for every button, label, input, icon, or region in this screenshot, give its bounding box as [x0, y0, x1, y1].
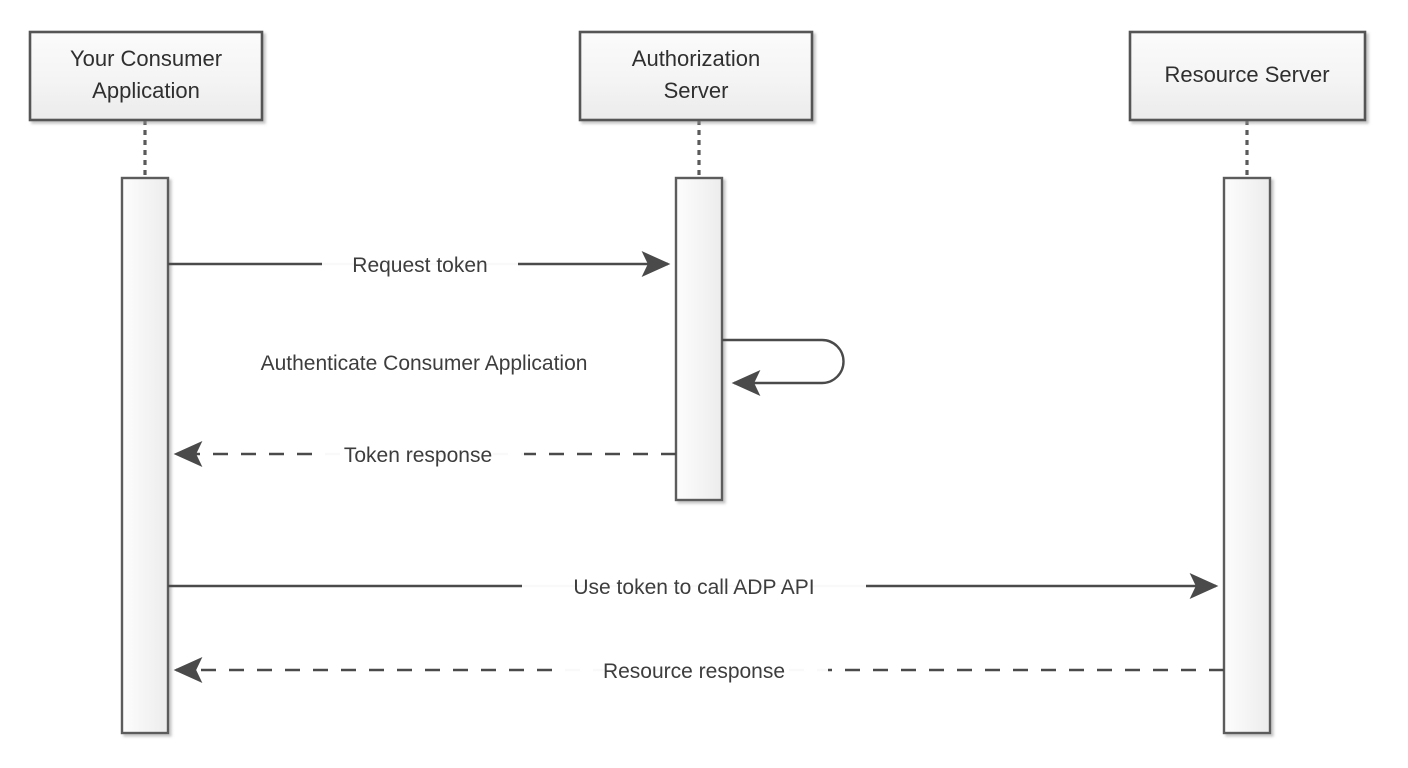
- participant-label-resource-line1: Resource Server: [1164, 62, 1329, 87]
- participant-label-authorization-line1: Authorization: [632, 46, 760, 71]
- message-resource-response[interactable]: Resource response: [173, 656, 1224, 684]
- self-loop-path-authenticate: [722, 338, 845, 396]
- message-label-bg-token-response: [312, 440, 524, 468]
- activation-bar-consumer: [120, 176, 170, 735]
- participant-box-consumer[interactable]: [28, 30, 264, 122]
- participant-label-authorization-line2: Server: [664, 78, 729, 103]
- message-label-request-token: Request token: [352, 254, 487, 277]
- activation-bar-authorization: [674, 176, 724, 502]
- message-label-authenticate-consumer-application: Authenticate Consumer Application: [261, 352, 588, 375]
- participant-label-consumer-line1: Your Consumer: [70, 46, 222, 71]
- message-authenticate-consumer-application[interactable]: Authenticate Consumer Application: [261, 338, 845, 396]
- message-label-resource-response: Resource response: [603, 660, 785, 683]
- message-label-bg-resource-response: [560, 656, 828, 684]
- participant-box-resource[interactable]: [1128, 30, 1367, 122]
- message-use-token-to-call-adp-api[interactable]: Use token to call ADP API: [168, 572, 1219, 600]
- participant-resource[interactable]: Resource Server: [1128, 30, 1367, 735]
- participant-box-authorization[interactable]: [578, 30, 814, 122]
- message-label-token-response: Token response: [344, 444, 492, 467]
- message-label-bg-request-token: [322, 250, 518, 278]
- activation-bar-resource: [1222, 176, 1272, 735]
- participant-authorization[interactable]: Authorization Server: [578, 30, 814, 502]
- message-request-token[interactable]: Request token: [168, 250, 671, 278]
- participant-consumer[interactable]: Your Consumer Application: [28, 30, 264, 735]
- message-label-bg-use-token: [522, 572, 866, 600]
- message-label-use-token-to-call-adp-api: Use token to call ADP API: [573, 576, 814, 599]
- participant-label-consumer-line2: Application: [92, 78, 200, 103]
- message-token-response[interactable]: Token response: [173, 440, 676, 468]
